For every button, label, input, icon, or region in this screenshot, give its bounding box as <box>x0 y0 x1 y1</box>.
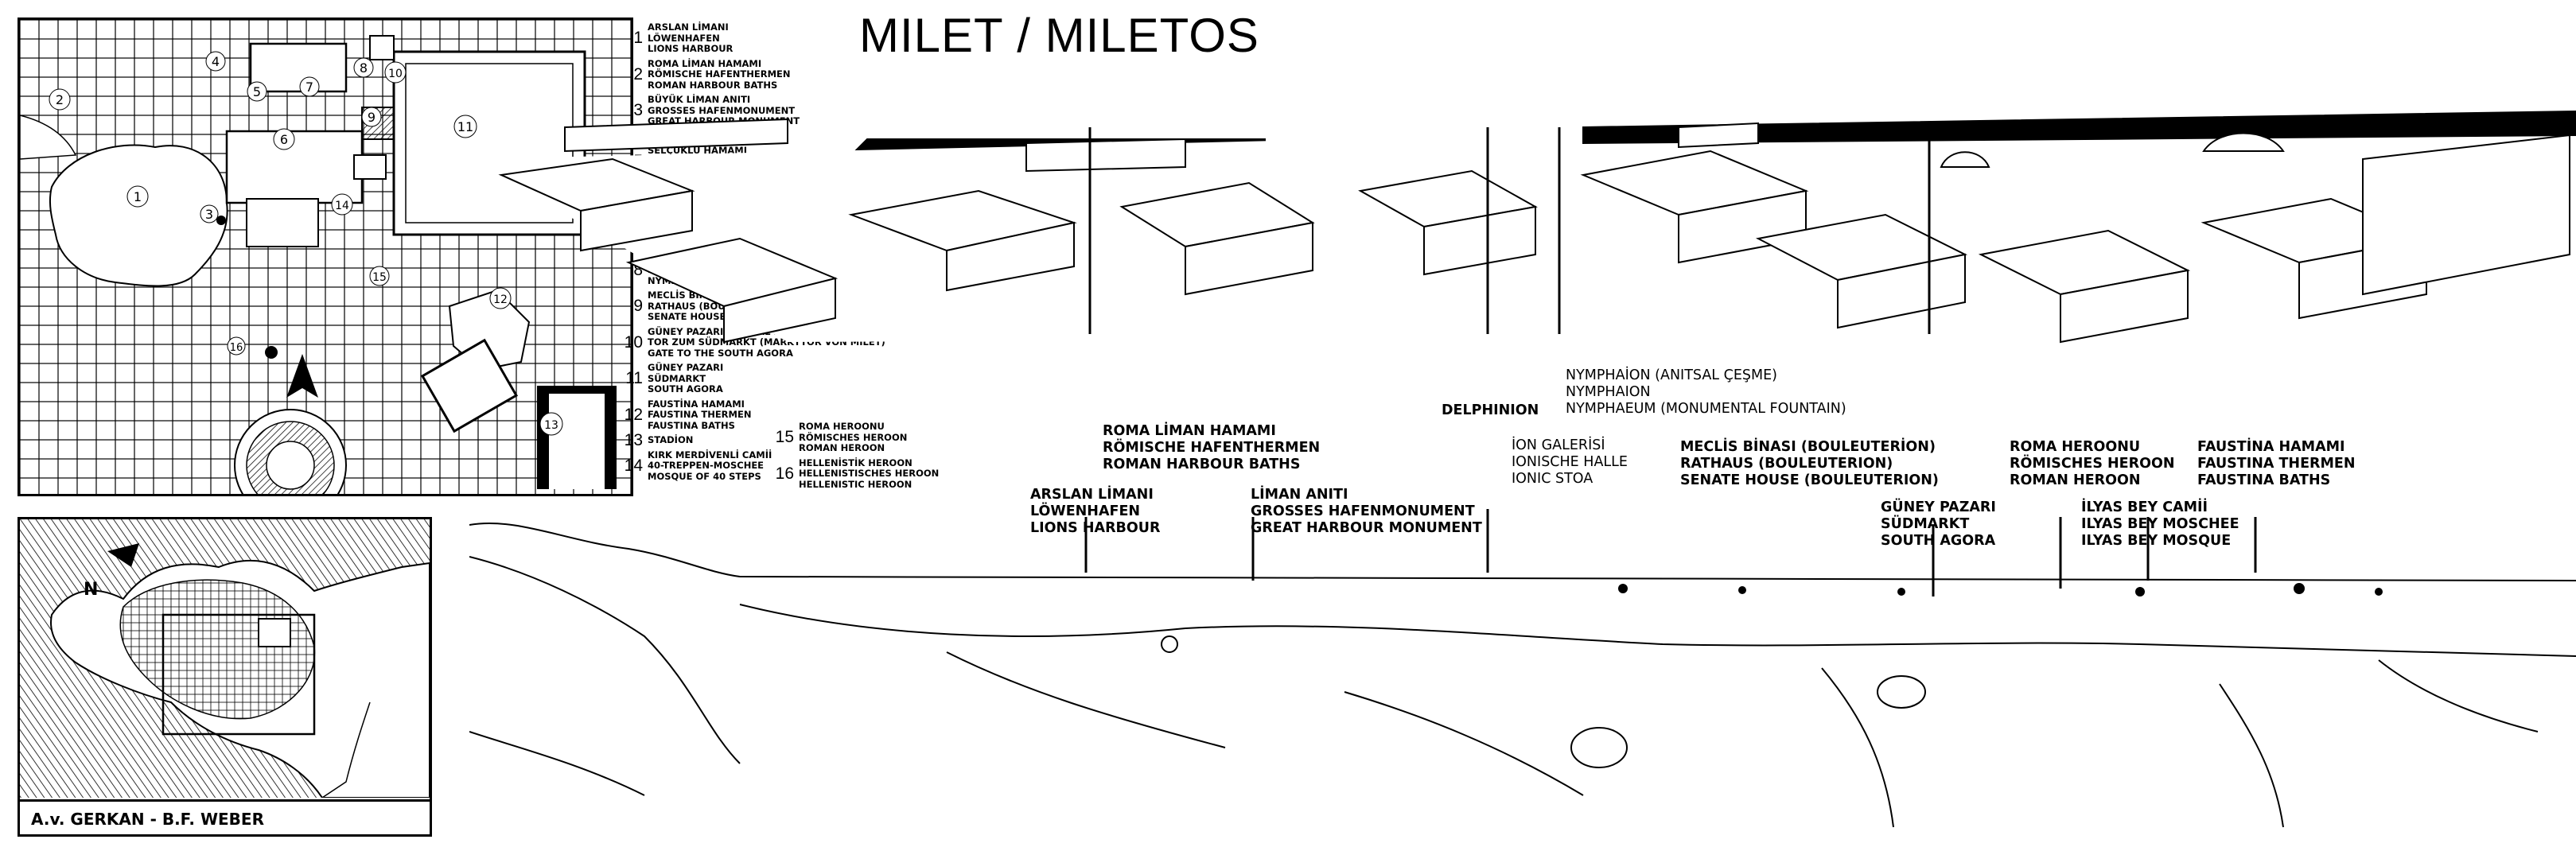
legend-text: GROSSES HAFENMONUMENT <box>648 104 796 116</box>
legend-text: MOSQUE OF 40 STEPS <box>648 470 761 482</box>
legend-text: RÖMISCHE HAFENTHERMEN <box>648 68 791 80</box>
legend-number: 10 <box>624 332 643 352</box>
legend-number: 11 <box>625 369 643 388</box>
peninsula-map: N A.v. GERKAN - B.F. WEBER <box>18 517 432 837</box>
legend-number: 16 <box>775 464 794 483</box>
legend-text: FAUSTINA THERMEN <box>648 409 752 420</box>
legend-text: LIONS HARBOUR <box>648 43 733 54</box>
legend-number: 2 <box>633 64 643 84</box>
legend-text: KIRK MERDİVENLİ CAMİİ <box>648 449 772 460</box>
legend-text: FAUSTİNA HAMAMI <box>648 398 745 410</box>
legend-text: LÖWENHAFEN <box>648 32 720 44</box>
map-number-5: 5 <box>253 84 261 99</box>
credit-label: A.v. GERKAN - B.F. WEBER <box>20 799 430 834</box>
legend-text: ROMAN HEROON <box>799 442 885 453</box>
map-number-16: 16 <box>230 342 243 354</box>
map-number-13: 13 <box>544 419 558 432</box>
legend-text: RÖMISCHES HEROON <box>799 431 908 443</box>
legend-number: 12 <box>624 405 643 424</box>
legend-text: ROMAN HARBOUR BATHS <box>648 79 778 91</box>
peninsula-drawing: N <box>20 519 430 799</box>
legend-text: SOUTH AGORA <box>648 383 723 394</box>
label-meclis-binasi: MECLİS BİNASI (BOULEUTERİON)RATHAUS (BOU… <box>1680 439 1939 488</box>
legend-text: BÜYÜK LİMAN ANITI <box>648 94 751 105</box>
map-number-10: 10 <box>388 68 403 80</box>
map-number-2: 2 <box>56 92 64 107</box>
north-label: N <box>84 580 98 600</box>
page-title: MILET / MILETOS <box>859 9 1259 62</box>
legend-number: 3 <box>633 101 643 120</box>
map-number-14: 14 <box>335 200 349 212</box>
map-number-11: 11 <box>457 119 473 134</box>
legend-text: 40-TREPPEN-MOSCHEE <box>648 460 765 471</box>
aerial-reconstruction-drawing <box>469 110 2576 344</box>
map-number-15: 15 <box>372 271 387 284</box>
legend-text: SÜDMARKT <box>648 372 706 384</box>
map-number-7: 7 <box>305 80 313 95</box>
legend-number: 15 <box>775 428 794 447</box>
legend-text: FAUSTINA BATHS <box>648 419 735 431</box>
legend-text: GÜNEY PAZARI <box>648 362 724 373</box>
legend-text: HELLENİSTİK HEROON <box>799 457 912 468</box>
legend-number: 8 <box>633 260 643 279</box>
landscape-drawing <box>469 509 2576 828</box>
map-number-12: 12 <box>493 293 508 306</box>
map-number-1: 1 <box>134 189 142 204</box>
map-number-9: 9 <box>368 110 376 125</box>
legend-text: ROMA LİMAN HAMAMI <box>648 57 762 69</box>
legend-number: 9 <box>633 297 643 316</box>
city-plan-drawing: 1 2 3 4 5 6 7 8 9 10 11 12 13 14 15 16 <box>20 20 631 494</box>
city-plan-map: 1 2 3 4 5 6 7 8 9 10 11 12 13 14 15 16 <box>18 17 633 496</box>
map-number-4: 4 <box>212 54 220 69</box>
legend-text: STADİON <box>648 434 694 445</box>
legend-number: 14 <box>624 456 643 475</box>
legend-text: ROMA HEROONU <box>799 421 885 432</box>
legend-text: ARSLAN LİMANI <box>648 21 729 33</box>
legend-number: 1 <box>633 29 643 48</box>
legend-item: 13 STADİON <box>613 431 899 449</box>
legend-text: HELLENISTIC HEROON <box>799 478 912 490</box>
map-number-8: 8 <box>360 60 368 76</box>
map-number-6: 6 <box>280 132 288 147</box>
legend-text: GATE TO THE SOUTH AGORA <box>648 347 793 359</box>
legend-number: 13 <box>624 430 643 449</box>
legend-text: HELLENISTISCHES HEROON <box>799 468 940 479</box>
label-delphinion: DELPHINION <box>1442 402 1539 418</box>
map-number-3: 3 <box>205 207 213 222</box>
